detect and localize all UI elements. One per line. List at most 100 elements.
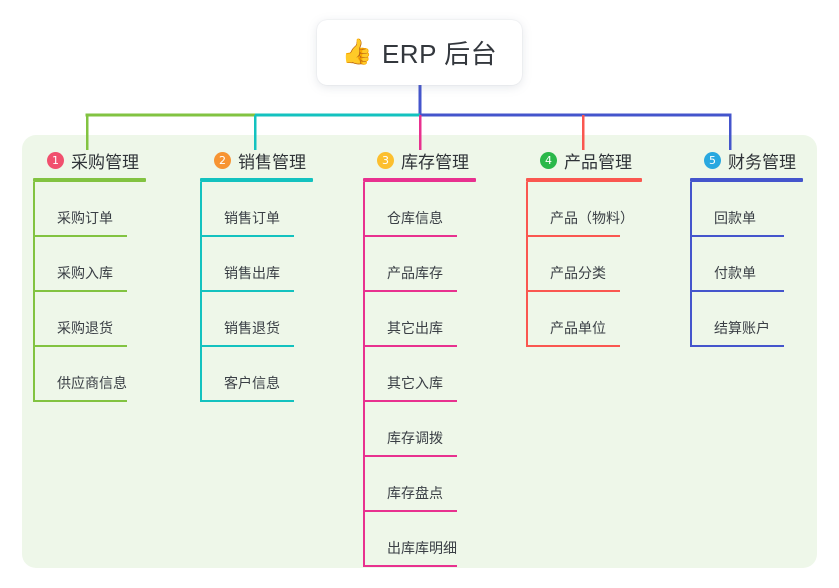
branch-item-underline xyxy=(692,290,784,292)
branch-item-underline xyxy=(528,345,620,347)
branch-title: 库存管理 xyxy=(401,152,469,172)
branch-spine xyxy=(690,182,692,347)
branch-number-badge: 2 xyxy=(214,151,231,169)
branch-item[interactable]: 销售退货 xyxy=(202,292,313,347)
branch-item[interactable]: 产品单位 xyxy=(528,292,642,347)
branch-item[interactable]: 回款单 xyxy=(692,182,803,237)
branch-item-underline xyxy=(365,565,457,567)
root-node-title: ERP 后台 xyxy=(381,39,498,69)
branch-item-label: 其它出库 xyxy=(387,320,443,336)
branch-item-label: 采购订单 xyxy=(57,210,113,226)
branch-item-underline xyxy=(528,290,620,292)
branch-item-underline xyxy=(365,510,457,512)
branch-item-label: 客户信息 xyxy=(224,375,280,391)
branch-item[interactable]: 产品分类 xyxy=(528,237,642,292)
branch-item-underline xyxy=(35,290,127,292)
branch-underline xyxy=(363,178,476,182)
branch-item-underline xyxy=(365,345,457,347)
branch-item-label: 付款单 xyxy=(714,265,756,281)
branch-item-label: 库存调拨 xyxy=(387,430,443,446)
branch-item-underline xyxy=(365,455,457,457)
branch-item[interactable]: 其它入库 xyxy=(365,347,476,402)
branch-item-underline xyxy=(365,400,457,402)
branch-item-underline xyxy=(202,345,294,347)
branch-item-underline xyxy=(35,400,127,402)
branch-item-label: 结算账户 xyxy=(714,320,770,336)
branch-item-list: 产品（物料） 产品分类产品单位 xyxy=(526,182,642,347)
branch-item-label: 产品库存 xyxy=(387,265,443,281)
thumbs-up-icon: 👍 xyxy=(341,38,373,66)
branch-column-3: 3 库存管理仓库信息产品库存其它出库其它入库库存调拨库存盘点出库库明细 xyxy=(363,148,476,567)
branch-header-5[interactable]: 5 财务管理 xyxy=(690,148,803,172)
branch-header-2[interactable]: 2 销售管理 xyxy=(200,148,313,172)
branch-item[interactable]: 客户信息 xyxy=(202,347,313,402)
branch-item[interactable]: 采购入库 xyxy=(35,237,146,292)
branch-item-label: 产品分类 xyxy=(550,265,606,281)
branch-column-4: 4 产品管理产品（物料） 产品分类产品单位 xyxy=(526,148,642,347)
branch-number-badge: 5 xyxy=(704,151,721,169)
branch-item-underline xyxy=(202,400,294,402)
branch-item-underline xyxy=(692,235,784,237)
branch-item-label: 出库库明细 xyxy=(387,540,457,556)
root-node[interactable]: 👍 ERP 后台 xyxy=(317,20,522,85)
branch-item-label: 库存盘点 xyxy=(387,485,443,501)
branch-item-label: 销售退货 xyxy=(224,320,280,336)
branch-item[interactable]: 供应商信息 xyxy=(35,347,146,402)
branch-item[interactable]: 销售出库 xyxy=(202,237,313,292)
branch-item-label: 仓库信息 xyxy=(387,210,443,226)
branch-number-badge: 3 xyxy=(377,151,394,169)
branch-header-3[interactable]: 3 库存管理 xyxy=(363,148,476,172)
branch-item-list: 销售订单销售出库销售退货客户信息 xyxy=(200,182,313,402)
branch-underline xyxy=(690,178,803,182)
branch-column-5: 5 财务管理回款单付款单结算账户 xyxy=(690,148,803,347)
branch-underline xyxy=(33,178,146,182)
branch-item-underline xyxy=(35,235,127,237)
branch-item-underline xyxy=(35,345,127,347)
branch-item[interactable]: 采购订单 xyxy=(35,182,146,237)
branch-item-list: 回款单付款单结算账户 xyxy=(690,182,803,347)
diagram-panel-background xyxy=(22,135,817,568)
branch-underline xyxy=(526,178,642,182)
branch-item[interactable]: 库存调拨 xyxy=(365,402,476,457)
branch-item-list: 仓库信息产品库存其它出库其它入库库存调拨库存盘点出库库明细 xyxy=(363,182,476,567)
branch-item-label: 销售订单 xyxy=(224,210,280,226)
branch-item-label: 产品单位 xyxy=(550,320,606,336)
branch-item-underline xyxy=(528,235,620,237)
branch-item[interactable]: 采购退货 xyxy=(35,292,146,347)
branch-number-badge: 4 xyxy=(540,151,557,169)
branch-item-label: 回款单 xyxy=(714,210,756,226)
branch-item-underline xyxy=(365,235,457,237)
branch-item-label: 采购退货 xyxy=(57,320,113,336)
branch-title: 产品管理 xyxy=(564,152,632,172)
branch-underline xyxy=(200,178,313,182)
branch-item-underline xyxy=(202,235,294,237)
branch-item[interactable]: 产品（物料） xyxy=(528,182,642,237)
branch-item-label: 采购入库 xyxy=(57,265,113,281)
branch-header-4[interactable]: 4 产品管理 xyxy=(526,148,642,172)
branch-item[interactable]: 仓库信息 xyxy=(365,182,476,237)
branch-item[interactable]: 付款单 xyxy=(692,237,803,292)
branch-item-label: 销售出库 xyxy=(224,265,280,281)
branch-column-2: 2 销售管理销售订单销售出库销售退货客户信息 xyxy=(200,148,313,402)
branch-title: 采购管理 xyxy=(71,152,139,172)
branch-item[interactable]: 结算账户 xyxy=(692,292,803,347)
branch-item-label: 产品（物料） xyxy=(550,210,634,226)
branch-title: 财务管理 xyxy=(728,152,796,172)
branch-item-underline xyxy=(692,345,784,347)
branch-item[interactable]: 库存盘点 xyxy=(365,457,476,512)
branch-item[interactable]: 其它出库 xyxy=(365,292,476,347)
branch-title: 销售管理 xyxy=(238,152,306,172)
branch-item[interactable]: 销售订单 xyxy=(202,182,313,237)
branch-spine xyxy=(33,182,35,402)
branch-item-underline xyxy=(365,290,457,292)
branch-item[interactable]: 产品库存 xyxy=(365,237,476,292)
branch-item-list: 采购订单采购入库采购退货供应商信息 xyxy=(33,182,146,402)
branch-item-label: 其它入库 xyxy=(387,375,443,391)
branch-spine xyxy=(526,182,528,347)
branch-item-underline xyxy=(202,290,294,292)
branch-item[interactable]: 出库库明细 xyxy=(365,512,476,567)
branch-item-label: 供应商信息 xyxy=(57,375,127,391)
